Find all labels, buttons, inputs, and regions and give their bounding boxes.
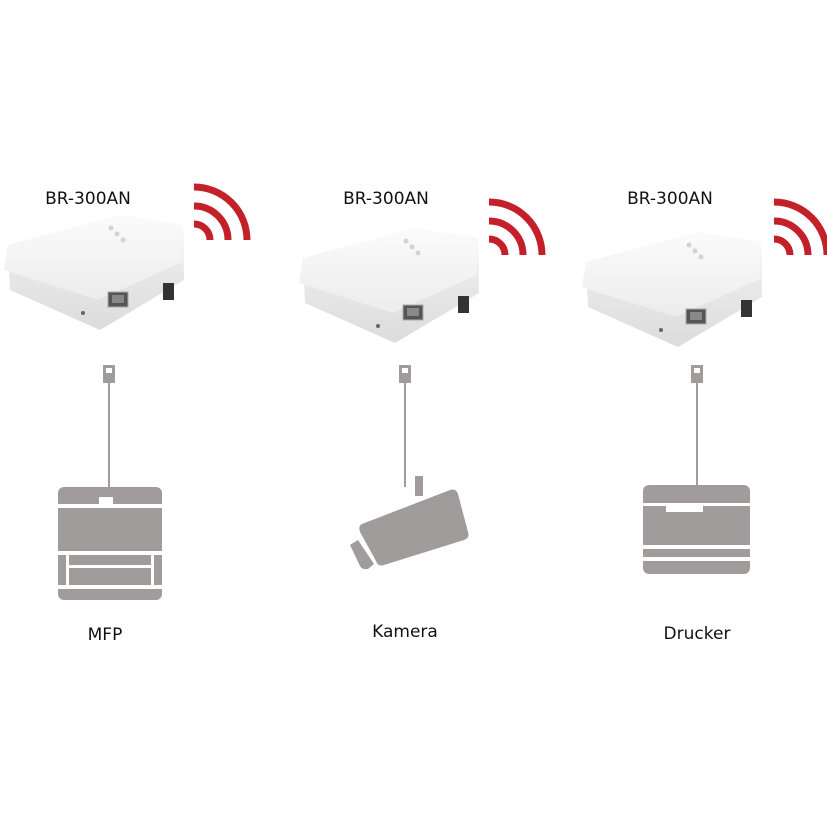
- camera-icon: [350, 476, 469, 570]
- device-label: Kamera: [372, 622, 438, 642]
- device-label: MFP: [88, 625, 123, 645]
- unit-mfp: BR-300AN MFP: [3, 187, 247, 645]
- unit-printer: BR-300AN Drucker: [581, 189, 827, 644]
- ethernet-cable-icon: [102, 364, 116, 488]
- ethernet-cable-icon: [398, 364, 412, 488]
- wifi-signal-icon: [774, 202, 827, 255]
- wifi-signal-icon: [489, 202, 542, 255]
- ethernet-cable-icon: [690, 364, 704, 488]
- router-label: BR-300AN: [627, 189, 713, 209]
- device-label: Drucker: [664, 624, 731, 644]
- router-image: [298, 227, 480, 344]
- router-image: [581, 231, 763, 348]
- mfp-icon: [58, 487, 162, 600]
- router-label: BR-300AN: [45, 189, 131, 209]
- router-image: [3, 214, 185, 331]
- wifi-signal-icon: [194, 187, 247, 240]
- unit-camera: BR-300AN Kamera: [298, 189, 542, 642]
- printer-icon: [643, 485, 750, 574]
- router-label: BR-300AN: [343, 189, 429, 209]
